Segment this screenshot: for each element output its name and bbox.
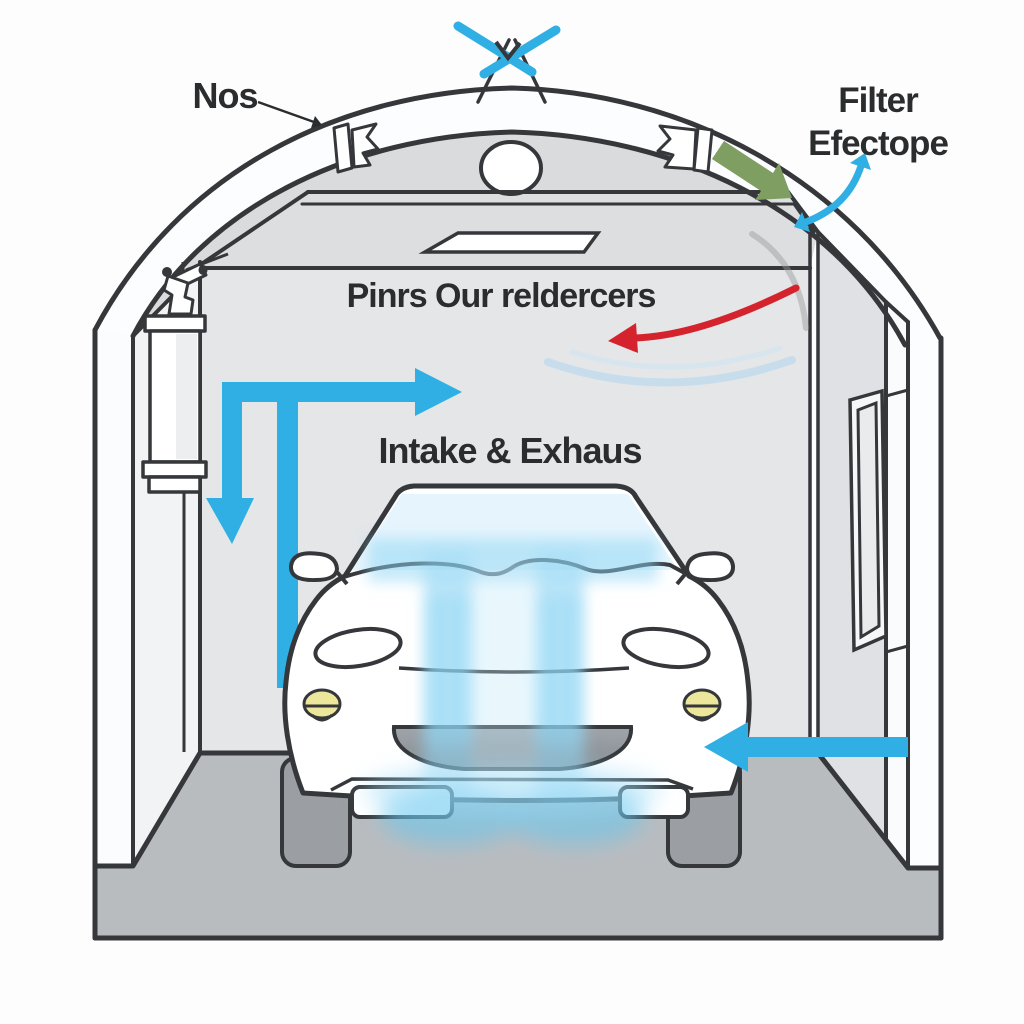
roof-vent-flap-left — [332, 122, 380, 174]
ceiling-vent — [418, 231, 602, 254]
right-pillar — [886, 302, 908, 868]
duct-down-arrowhead — [206, 498, 254, 544]
roof-fan-icon — [453, 21, 561, 79]
sprayer-body — [162, 274, 195, 316]
exhaust-arrow — [608, 284, 800, 353]
wall-swing-arc — [749, 231, 809, 331]
filter-flow-arrow — [712, 141, 792, 200]
duct-right-arrowhead — [415, 368, 462, 416]
nos-pointer-arrow — [257, 100, 322, 128]
mirror-left — [289, 551, 340, 583]
left-wall-band — [95, 330, 133, 866]
label-filter-line1: Filter — [838, 81, 919, 120]
right-wall-window-inner — [856, 400, 881, 640]
right-wall-band — [908, 322, 941, 868]
roof-fan-center — [494, 40, 522, 62]
canister-cap — [143, 314, 207, 333]
ceiling-lamp — [479, 140, 543, 196]
fog-light-left — [302, 688, 342, 722]
ceiling-strip — [200, 192, 818, 268]
canister-band — [141, 460, 208, 479]
label-airflow-caption: Intake & Exhaus — [378, 430, 641, 471]
mirror-right — [684, 551, 735, 583]
inner-dome — [133, 132, 905, 345]
headlight-right — [621, 626, 711, 670]
duct-vertical-shaft — [222, 382, 242, 500]
headlight-left — [313, 626, 403, 670]
filter-curved-arrow — [794, 153, 871, 232]
roof-vent-flap-right — [656, 124, 714, 174]
filter-canister — [141, 252, 229, 752]
intake-duct-arrows — [206, 368, 462, 688]
label-ceiling-caption: Pinrs Our reldercers — [347, 277, 656, 315]
label-nos: Nos — [192, 75, 257, 116]
duct-long-vertical — [277, 402, 298, 688]
airflow-streaks — [368, 538, 658, 797]
side-intake-arrow — [704, 722, 908, 772]
duct-horizontal-shaft — [222, 382, 415, 402]
car — [280, 483, 752, 868]
fog-light-right — [682, 688, 722, 722]
canister-base — [147, 475, 202, 494]
label-filter-line2: Efectope — [808, 124, 948, 163]
airflow-arc-1 — [544, 356, 796, 387]
airflow-arc-2 — [569, 345, 783, 370]
